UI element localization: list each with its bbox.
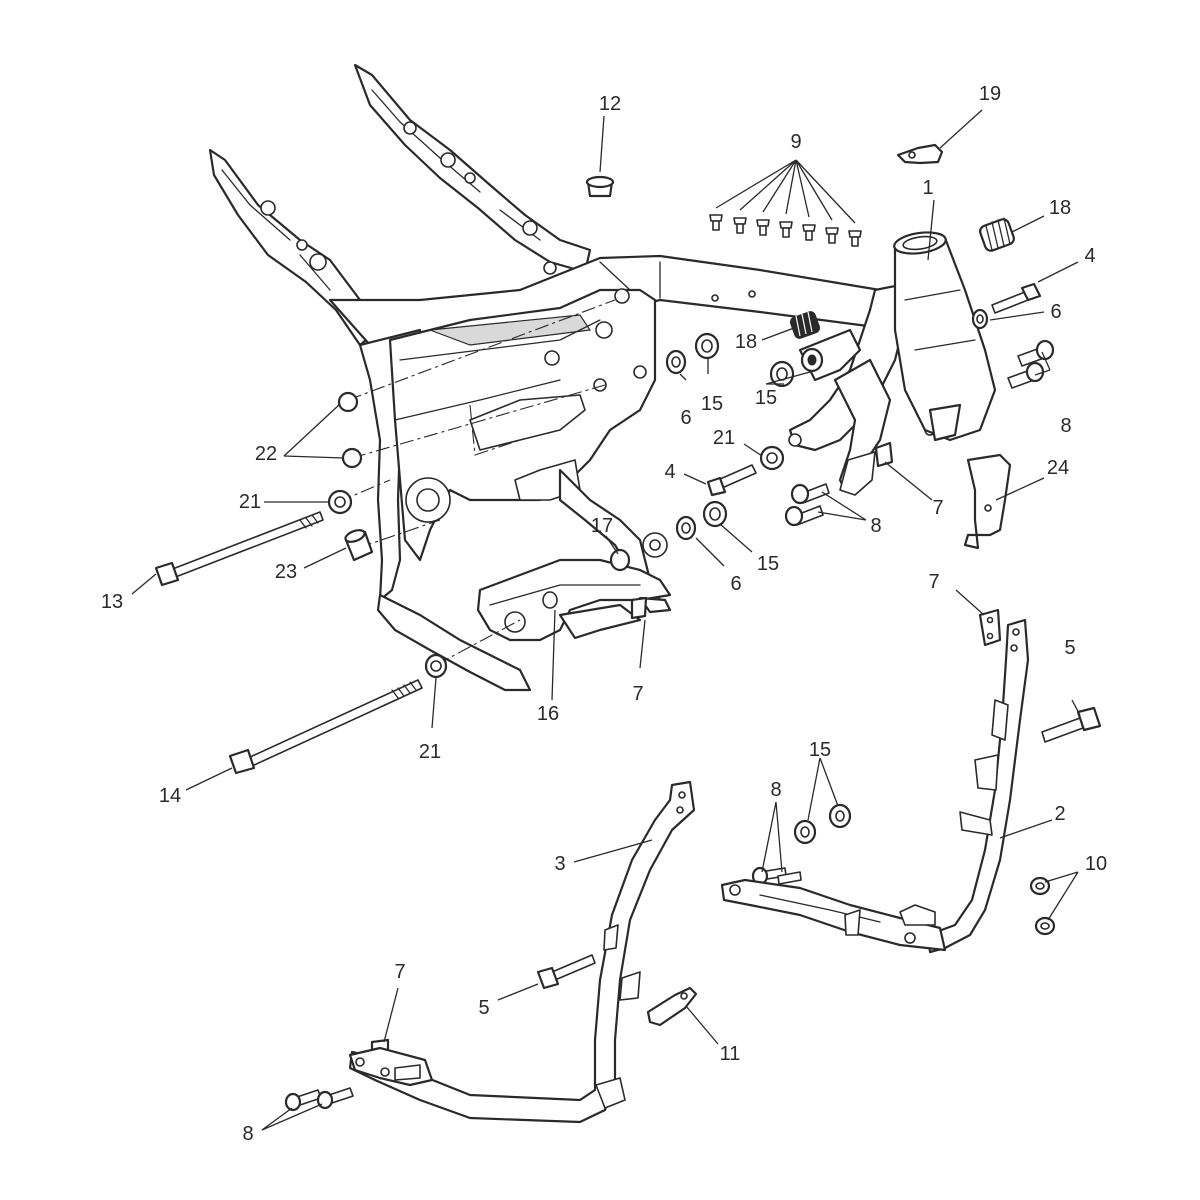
callout-15-upper: 15 [701, 393, 723, 415]
callout-4-lower: 4 [664, 461, 675, 483]
callout-17: 17 [591, 515, 613, 537]
callout-7-center: 7 [632, 683, 643, 705]
callout-7-right: 7 [928, 571, 939, 593]
callout-8-middle: 8 [870, 515, 881, 537]
callout-18-lower: 18 [735, 331, 757, 353]
bolts-8-middle [784, 483, 830, 527]
callout-2: 2 [1054, 803, 1065, 825]
callout-7-left: 7 [394, 961, 405, 983]
callout-23: 23 [275, 561, 297, 583]
callout-21-lower: 21 [419, 741, 441, 763]
bolt-4-lower [706, 464, 757, 497]
callout-5-left: 5 [478, 997, 489, 1019]
bracket-24 [963, 453, 1012, 550]
washers-6 [665, 308, 989, 541]
nuts-15 [694, 332, 852, 845]
grommet-12 [585, 175, 615, 198]
callout-16: 16 [537, 703, 559, 725]
callout-1: 1 [922, 177, 933, 199]
bearing-18-upper [979, 217, 1015, 252]
spacers-21 [327, 445, 785, 679]
left-lower-rail [348, 780, 696, 1124]
callout-5-right: 5 [1064, 637, 1075, 659]
callout-3: 3 [554, 853, 565, 875]
clip-19 [896, 143, 944, 165]
callout-8-rail: 8 [770, 779, 781, 801]
callout-4-upper: 4 [1084, 245, 1095, 267]
bolts-8-rail [751, 866, 802, 886]
callout-11: 11 [720, 1043, 741, 1065]
bolts-8-lower [284, 1087, 354, 1112]
bearing-18-lower [789, 311, 821, 339]
clip-11 [646, 986, 698, 1027]
leader-lines [131, 109, 1081, 1131]
bolt-4-upper [991, 282, 1042, 314]
callout-6-upper: 6 [1050, 301, 1061, 323]
right-lower-rail [720, 618, 1030, 954]
callout-10: 10 [1085, 853, 1107, 875]
spacers-16-17 [542, 548, 631, 609]
callout-21-upper: 21 [713, 427, 735, 449]
callout-12: 12 [599, 93, 621, 115]
sleeve-23 [344, 529, 374, 562]
callout-8-lower: 8 [242, 1123, 253, 1145]
callout-15-rail: 15 [809, 739, 831, 761]
main-frame [208, 63, 997, 692]
bolt-14 [228, 679, 423, 775]
callout-8-right: 8 [1060, 415, 1071, 437]
screws-9 [709, 214, 862, 247]
callout-19: 19 [979, 83, 1001, 105]
callout-6-middle: 6 [680, 407, 691, 429]
callout-6-lower: 6 [730, 573, 741, 595]
callout-18-upper: 18 [1049, 197, 1071, 219]
bushes-22 [337, 391, 363, 469]
callout-15-lower: 15 [757, 553, 779, 575]
callout-7-head: 7 [932, 497, 943, 519]
bolts-8-right [1007, 339, 1055, 389]
bolt-13 [154, 511, 324, 587]
screws-10 [1029, 876, 1056, 936]
callout-labels: 1 2 3 4 4 5 5 6 6 6 7 7 7 7 8 8 8 8 9 10… [101, 83, 1107, 1145]
callout-24: 24 [1047, 457, 1069, 479]
callout-9: 9 [790, 131, 801, 153]
callout-14: 14 [159, 785, 181, 807]
bolt-5-left [536, 954, 596, 990]
callout-15-mid: 15 [755, 387, 777, 409]
callout-22: 22 [255, 443, 277, 465]
callout-13: 13 [101, 591, 123, 613]
bolt-5-right [1041, 706, 1102, 743]
callout-21-left: 21 [239, 491, 261, 513]
